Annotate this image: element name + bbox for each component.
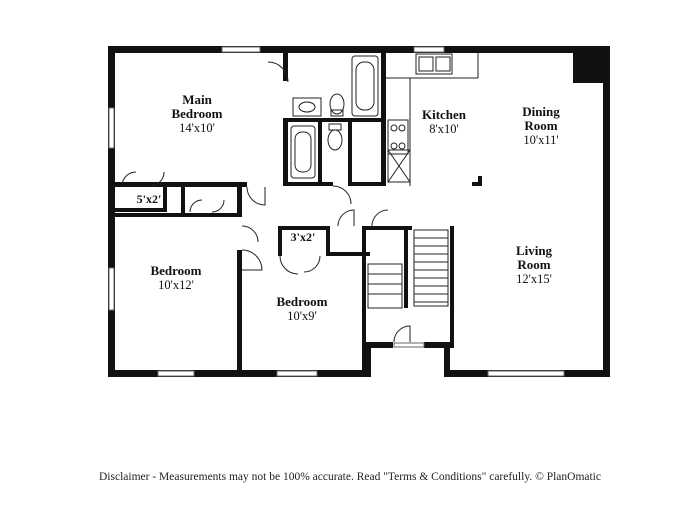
main-bedroom-label-line2: Bedroom	[171, 106, 222, 121]
dining-room-label-line2: Room	[524, 118, 557, 133]
room-labels: Main Bedroom 14'x10' Kitchen 8'x10' Dini…	[137, 92, 561, 323]
dining-room-label-line1: Dining	[522, 104, 560, 119]
bedroom-center-dims: 10'x9'	[287, 309, 317, 323]
dining-room-dims: 10'x11'	[523, 133, 558, 147]
windows	[108, 46, 565, 377]
kitchen-label: Kitchen	[422, 107, 467, 122]
hall-closet-dims: 3'x2'	[291, 230, 316, 244]
living-room-label-line2: Room	[517, 257, 550, 272]
disclaimer-text: Disclaimer - Measurements may not be 100…	[99, 471, 601, 483]
interior-walls	[115, 53, 482, 377]
living-room-label-line1: Living	[516, 243, 553, 258]
bedroom-left-dims: 10'x12'	[158, 278, 194, 292]
kitchen-dims: 8'x10'	[429, 122, 459, 136]
fixtures	[290, 53, 479, 309]
living-room-dims: 12'x15'	[516, 272, 552, 286]
main-closet-dims: 5'x2'	[137, 192, 162, 206]
main-bedroom-label-line1: Main	[182, 92, 212, 107]
bedroom-left-label: Bedroom	[150, 263, 201, 278]
bedroom-center-label: Bedroom	[276, 294, 327, 309]
main-bedroom-dims: 14'x10'	[179, 121, 215, 135]
doors	[121, 61, 411, 343]
